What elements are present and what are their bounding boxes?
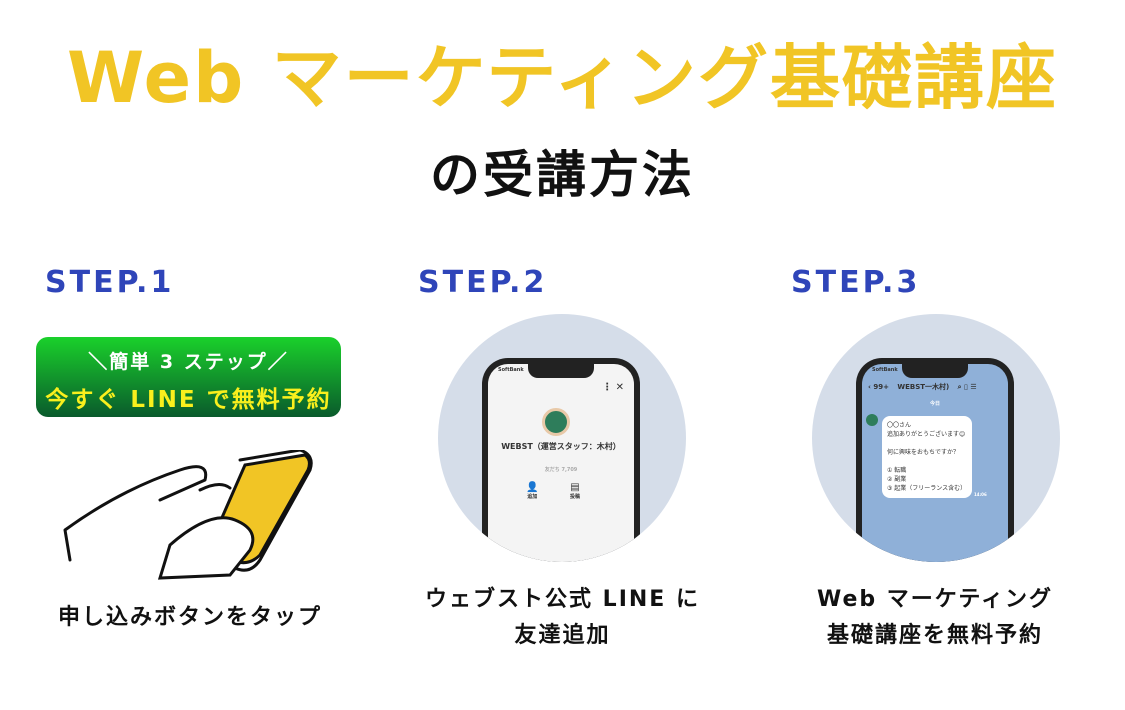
step-3-label: STEP.3 bbox=[791, 265, 921, 300]
carrier: SoftBank bbox=[498, 367, 524, 373]
close-icon[interactable]: ⋮ ✕ bbox=[602, 382, 624, 393]
step-3-phone-illustration: SoftBank ‹ 99+ WEBST一木村) ⌕ ▯ ☰ 今日 〇〇さん追加… bbox=[812, 314, 1060, 562]
posts-icon: ▤ bbox=[570, 482, 580, 493]
date-chip: 今日 bbox=[929, 401, 940, 407]
avatar bbox=[542, 408, 570, 436]
friend-count: 友だち 7,709 bbox=[544, 467, 578, 473]
sparkle-icon: ＼ bbox=[88, 351, 110, 373]
carrier: SoftBank bbox=[872, 367, 898, 373]
chat-title: WEBST一木村) bbox=[897, 383, 950, 391]
step-2-caption: ウェブスト公式 LINE に友達追加 bbox=[425, 587, 700, 648]
add-friend-button[interactable]: 👤追加 bbox=[526, 482, 539, 500]
step-2-label: STEP.2 bbox=[418, 265, 548, 300]
step-1-label: STEP.1 bbox=[45, 265, 175, 300]
hand-tapping-phone-illustration bbox=[63, 450, 313, 580]
step-3-caption: Web マーケティング基礎講座を無料予約 bbox=[816, 587, 1054, 648]
step-2-phone-illustration: SoftBank ⋮ ✕ WEBST（運営スタッフ：木村） 友だち 7,709 … bbox=[438, 314, 686, 562]
add-user-icon: 👤 bbox=[526, 482, 539, 493]
posts-button[interactable]: ▤投稿 bbox=[570, 482, 581, 500]
sparkle-icon: ／ bbox=[267, 351, 289, 373]
search-icon: ⌕ ▯ ☰ bbox=[957, 383, 977, 391]
line-signup-button[interactable]: ＼簡単 3 ステップ／ 今すぐ LINE で無料予約 bbox=[36, 337, 341, 417]
chat-header: ‹ 99+ WEBST一木村) ⌕ ▯ ☰ bbox=[868, 382, 977, 392]
avatar bbox=[866, 414, 878, 426]
step-1-caption: 申し込みボタンをタップ bbox=[57, 605, 322, 630]
account-name: WEBST（運営スタッフ：木村） bbox=[501, 442, 621, 451]
cta-line1: 簡単 3 ステップ bbox=[109, 351, 268, 373]
cta-line2: 今すぐ LINE で無料予約 bbox=[45, 387, 332, 413]
page-title: Web マーケティング基礎講座 bbox=[66, 37, 1059, 119]
message-time: 14:06 bbox=[974, 492, 987, 497]
back-button[interactable]: ‹ 99+ bbox=[868, 383, 889, 391]
page-subtitle: の受講方法 bbox=[430, 146, 695, 204]
